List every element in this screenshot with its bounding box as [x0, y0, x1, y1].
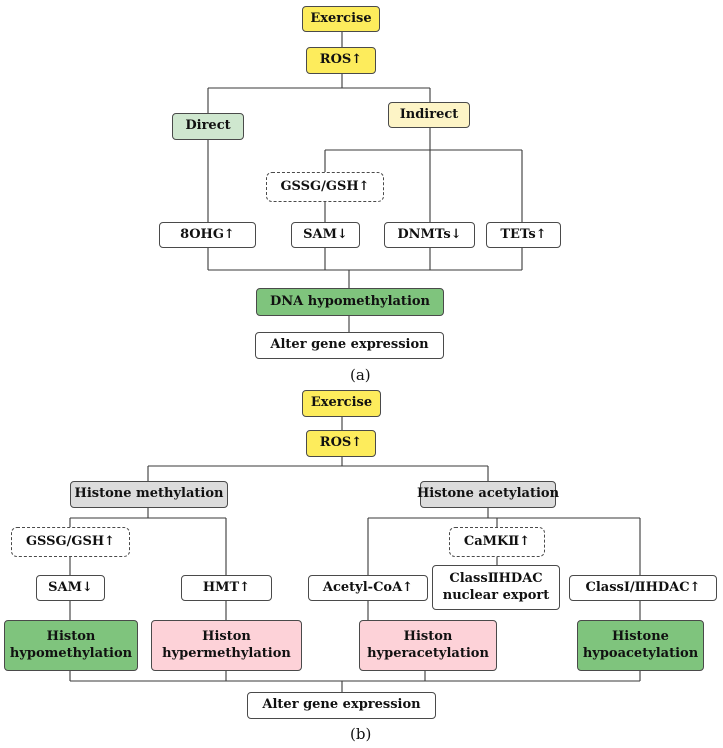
exercise-label: Exercise	[310, 395, 373, 411]
panel-a-caption: (a)	[350, 366, 371, 384]
histon-hypermethylation-box: Histon hypermethylation	[151, 620, 302, 671]
class2-hdac-export-box: ClassⅡHDAC nuclear export	[432, 565, 560, 610]
sam-box-b: SAM↓	[36, 575, 105, 601]
alter-gene-expression-label: Alter gene expression	[262, 697, 421, 713]
hypermethylation-line2: hypermethylation	[162, 645, 291, 661]
direct-label: Direct	[185, 118, 231, 134]
histone-methylation-label: Histone methylation	[74, 486, 224, 502]
class2-hdac-line2: nuclear export	[442, 587, 550, 603]
panel-b-caption: (b)	[350, 725, 372, 743]
histon-hyperacetylation-box: Histon hyperacetylation	[359, 620, 497, 671]
histon-hypomethylation-box: Histon hypomethylation	[4, 620, 138, 671]
ros-box-b: ROS↑	[306, 430, 376, 457]
sam-label: SAM↓	[303, 226, 348, 242]
indirect-label: Indirect	[399, 106, 459, 122]
gssg-gsh-label: GSSG/GSH↑	[280, 178, 370, 194]
histone-acetylation-label: Histone acetylation	[416, 486, 560, 502]
hypomethylation-line2: hypomethylation	[9, 645, 133, 661]
gssg-gsh-box-a: GSSG/GSH↑	[266, 172, 384, 202]
ohg-label: 8OHG↑	[180, 226, 235, 242]
tets-label: TETs↑	[500, 226, 547, 242]
exercise-label: Exercise	[310, 10, 372, 26]
camk-box: CaMKⅡ↑	[449, 527, 545, 557]
ros-label: ROS↑	[319, 435, 363, 451]
sam-label: SAM↓	[48, 579, 93, 595]
class12-hdac-box: ClassⅠ/ⅡHDAC↑	[569, 575, 717, 601]
hmt-box: HMT↑	[181, 575, 272, 601]
dnmts-label: DNMTs↓	[397, 226, 462, 242]
hyperacetylation-line2: hyperacetylation	[367, 645, 489, 661]
hypoacetylation-line2: hypoacetylation	[582, 645, 699, 661]
ohg-box: 8OHG↑	[159, 222, 256, 248]
camk-label: CaMKⅡ↑	[463, 533, 531, 549]
ros-label: ROS↑	[319, 52, 363, 68]
hyperacetylation-line1: Histon	[403, 629, 453, 645]
exercise-box-a: Exercise	[302, 6, 380, 32]
histone-methylation-box: Histone methylation	[70, 481, 228, 508]
gssg-gsh-box-b: GSSG/GSH↑	[11, 527, 130, 557]
exercise-box-b: Exercise	[302, 390, 381, 417]
tets-box: TETs↑	[486, 222, 561, 248]
hypermethylation-line1: Histon	[202, 629, 251, 645]
hypomethylation-line1: Histon	[46, 629, 96, 645]
gssg-gsh-label: GSSG/GSH↑	[25, 533, 116, 549]
sam-box-a: SAM↓	[291, 222, 360, 248]
class12-hdac-label: ClassⅠ/ⅡHDAC↑	[585, 579, 701, 595]
dna-hypomethylation-label: DNA hypomethylation	[270, 293, 430, 309]
alter-gene-expression-box-b: Alter gene expression	[247, 692, 436, 719]
acetyl-coa-box: Acetyl-CoA↑	[308, 575, 428, 601]
histone-hypoacetylation-box: Histone hypoacetylation	[577, 620, 704, 671]
alter-gene-expression-label: Alter gene expression	[270, 337, 429, 353]
class2-hdac-line1: ClassⅡHDAC	[449, 571, 543, 587]
direct-box: Direct	[172, 113, 244, 140]
alter-gene-expression-box-a: Alter gene expression	[255, 332, 444, 359]
hmt-label: HMT↑	[202, 579, 251, 595]
hypoacetylation-line1: Histone	[612, 629, 669, 645]
acetyl-coa-label: Acetyl-CoA↑	[322, 579, 414, 595]
ros-box-a: ROS↑	[306, 47, 376, 74]
dna-hypomethylation-box: DNA hypomethylation	[256, 288, 444, 316]
dnmts-box: DNMTs↓	[384, 222, 475, 248]
indirect-box: Indirect	[388, 102, 470, 128]
histone-acetylation-box: Histone acetylation	[416, 481, 560, 508]
